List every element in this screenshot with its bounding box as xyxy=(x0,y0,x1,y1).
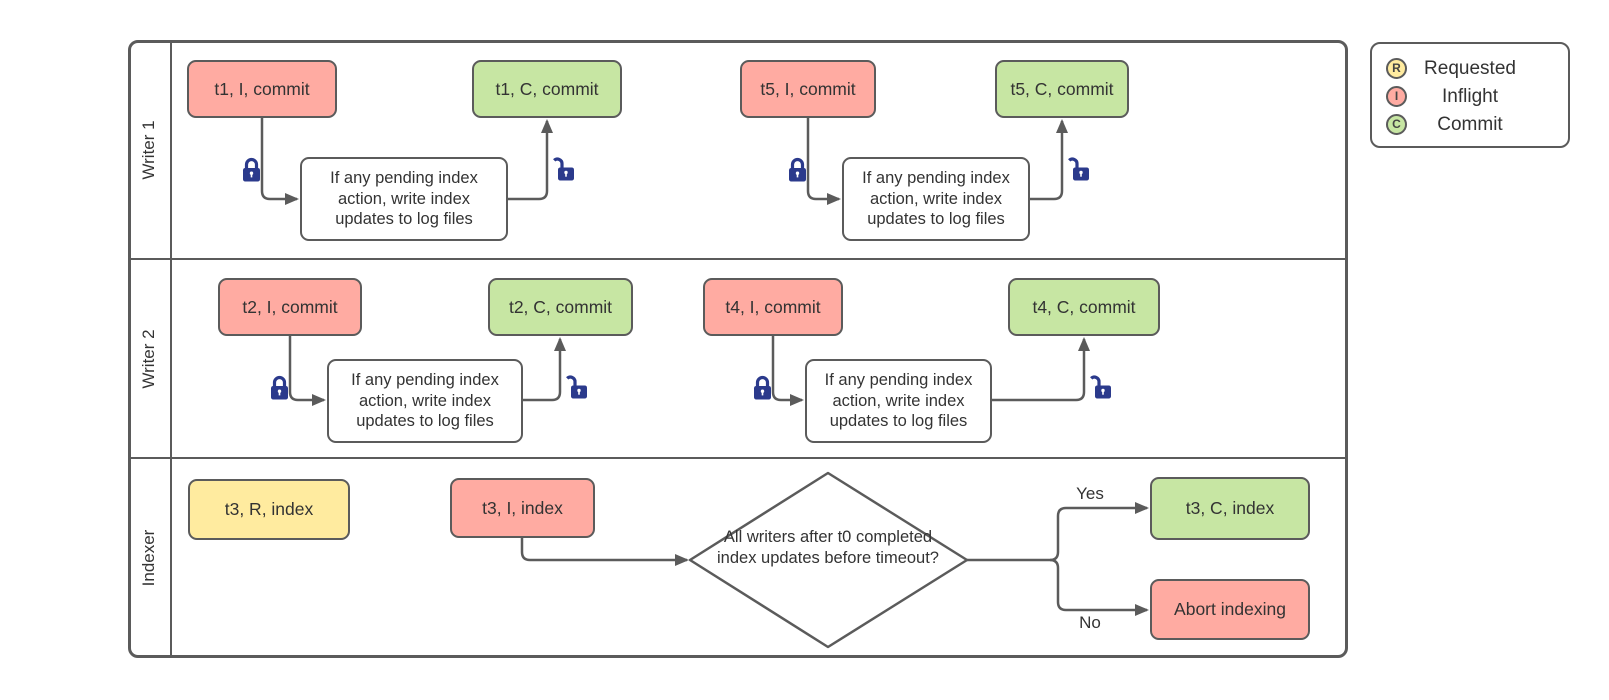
open-lock-icon xyxy=(566,375,587,399)
node-w2-process-a: If any pending index action, write index… xyxy=(327,359,523,443)
open-lock-icon xyxy=(1090,375,1111,399)
node-t1-inflight: t1, I, commit xyxy=(187,60,337,118)
legend-item-requested: R Requested xyxy=(1372,55,1568,83)
node-abort-indexing: Abort indexing xyxy=(1150,579,1310,640)
closed-lock-icon xyxy=(754,375,771,400)
legend-label: Requested xyxy=(1424,58,1516,79)
node-t3-inflight: t3, I, index xyxy=(450,478,595,538)
commit-badge-icon: C xyxy=(1386,114,1407,135)
lane-label-indexer: Indexer xyxy=(139,529,158,587)
node-t3-requested: t3, R, index xyxy=(188,479,350,540)
legend-item-inflight: I Inflight xyxy=(1372,83,1568,111)
node-w1-process-a: If any pending index action, write index… xyxy=(300,157,508,241)
node-t2-inflight: t2, I, commit xyxy=(218,278,362,336)
lane-divider-1 xyxy=(128,258,1348,260)
decision-label: All writers after t0 completed index upd… xyxy=(717,528,939,568)
inflight-badge-icon: I xyxy=(1386,86,1407,107)
legend-label: Inflight xyxy=(1442,86,1498,107)
legend-item-commit: C Commit xyxy=(1372,111,1568,139)
closed-lock-icon xyxy=(243,157,260,182)
lane-divider-2 xyxy=(128,457,1348,459)
node-t3-commit: t3, C, index xyxy=(1150,477,1310,540)
node-t5-inflight: t5, I, commit xyxy=(740,60,876,118)
node-w2-process-b: If any pending index action, write index… xyxy=(805,359,992,443)
closed-lock-icon xyxy=(789,157,806,182)
lane-label-writer2: Writer 2 xyxy=(139,329,158,389)
edge-label-no: No xyxy=(1079,613,1101,632)
open-lock-icon xyxy=(553,157,574,181)
requested-badge-icon: R xyxy=(1386,58,1407,79)
lane-label-writer1: Writer 1 xyxy=(139,120,158,180)
node-t1-commit: t1, C, commit xyxy=(472,60,622,118)
node-t5-commit: t5, C, commit xyxy=(995,60,1129,118)
node-t4-commit: t4, C, commit xyxy=(1008,278,1160,336)
node-w1-process-b: If any pending index action, write index… xyxy=(842,157,1030,241)
open-lock-icon xyxy=(1068,157,1089,181)
node-t4-inflight: t4, I, commit xyxy=(703,278,843,336)
node-t2-commit: t2, C, commit xyxy=(488,278,633,336)
closed-lock-icon xyxy=(271,375,288,400)
legend-label: Commit xyxy=(1437,114,1503,135)
edge-label-yes: Yes xyxy=(1076,484,1104,503)
lane-label-divider xyxy=(170,40,172,658)
legend: R Requested I Inflight C Commit xyxy=(1370,42,1570,148)
